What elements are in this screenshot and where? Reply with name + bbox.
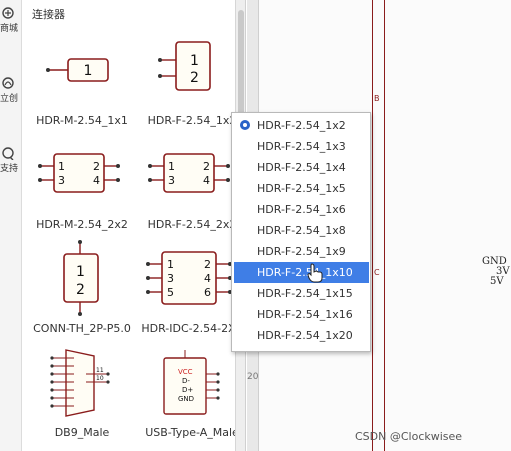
component-symbol: 11 10	[50, 349, 110, 417]
component-name: HDR-M-2.54_2x2	[36, 218, 128, 231]
component-db9-male[interactable]: 11 10 DB9_Male	[30, 344, 134, 450]
dropdown-option[interactable]: HDR-F-2.54_1x15	[234, 283, 369, 304]
pin-label: 10	[96, 375, 104, 382]
pin-label: D+	[182, 386, 193, 394]
dropdown-option[interactable]: HDR-F-2.54_1x2	[234, 115, 369, 136]
component-hdr-f-1x2[interactable]: 1 2 HDR-F-2.54_1x2	[140, 32, 235, 138]
dropdown-option[interactable]: HDR-F-2.54_1x6	[234, 199, 369, 220]
net-label: GND	[482, 256, 507, 267]
pin-label: 11	[96, 367, 104, 374]
option-label: HDR-F-2.54_1x4	[257, 161, 346, 174]
pin-label: 1	[76, 264, 85, 280]
dropdown-option[interactable]: HDR-F-2.54_1x8	[234, 220, 369, 241]
component-symbol: 1 2 3 4 5 6	[146, 251, 232, 305]
component-symbol: 1 2	[63, 240, 99, 316]
component-name: HDR-F-2.54_1x2	[147, 114, 236, 127]
dropdown-option[interactable]: HDR-F-2.54_1x3	[234, 136, 369, 157]
pin-label: 4	[204, 272, 211, 285]
dropdown-option[interactable]: HDR-F-2.54_1x5	[234, 178, 369, 199]
option-label: HDR-F-2.54_1x15	[257, 287, 353, 300]
pin-label: 2	[93, 160, 100, 173]
pin-label: 3	[167, 272, 174, 285]
pin-label: 2	[190, 70, 199, 86]
frame-zone-mark: B	[374, 94, 380, 103]
dropdown-option[interactable]: HDR-F-2.54_1x9	[234, 241, 369, 262]
component-library-panel: 连接器 1 HDR-M-2.54_1x1 1 2 HDR-F-2.54_1x2	[22, 0, 236, 451]
rail-item-label: 支持	[0, 164, 19, 174]
dropdown-option[interactable]: HDR-F-2.54_1x4	[234, 157, 369, 178]
component-name: USB-Type-A_Male	[145, 426, 236, 439]
pin-label: 1	[84, 63, 93, 79]
net-label: 5V	[490, 276, 504, 287]
pin-label: 5	[167, 286, 174, 299]
component-usb-type-a-male[interactable]: VCC D- D+ GND USB-Type-A_Male	[140, 344, 235, 450]
radio-checked-icon	[240, 120, 250, 130]
component-hdr-f-2x2[interactable]: 1 2 3 4 HDR-F-2.54_2x2	[140, 136, 235, 242]
component-hdr-idc-2x3[interactable]: 1 2 3 4 5 6 HDR-IDC-2.54-2X3	[140, 240, 235, 346]
option-label: HDR-F-2.54_1x2	[257, 119, 346, 132]
pin-label: 1	[168, 160, 175, 173]
component-name: HDR-F-2.54_2x2	[147, 218, 236, 231]
component-symbol: 1 2 3 4	[38, 153, 120, 193]
frame-zone-mark: C	[374, 268, 380, 277]
option-label: HDR-F-2.54_1x10	[257, 266, 353, 279]
sheet-frame-border	[372, 0, 373, 451]
component-name: HDR-M-2.54_1x1	[36, 114, 128, 127]
rail-item-create[interactable]: 立创	[0, 76, 22, 104]
hand-pointer-icon	[307, 263, 323, 283]
variant-dropdown[interactable]: HDR-F-2.54_1x2 HDR-F-2.54_1x3 HDR-F-2.54…	[231, 112, 371, 352]
dropdown-option[interactable]: HDR-F-2.54_1x16	[234, 304, 369, 325]
rail-item-label: 商城	[0, 24, 19, 34]
ruler-label: 200	[247, 372, 265, 382]
component-symbol: 1 2	[158, 41, 211, 91]
support-icon	[2, 147, 14, 160]
option-label: HDR-F-2.54_1x20	[257, 329, 353, 342]
pin-label: 2	[76, 282, 85, 298]
option-label: HDR-F-2.54_1x5	[257, 182, 346, 195]
pin-label: 1	[167, 258, 174, 271]
pin-label: 4	[203, 174, 210, 187]
option-label: HDR-F-2.54_1x3	[257, 140, 346, 153]
create-icon	[2, 77, 14, 89]
pin-label: D-	[182, 377, 190, 385]
pin-label: 3	[168, 174, 175, 187]
pin-label: 2	[204, 258, 211, 271]
option-label: HDR-F-2.54_1x6	[257, 203, 346, 216]
watermark-text: CSDN @Clockwisee	[355, 430, 463, 443]
pin-label: 1	[58, 160, 65, 173]
pin-label: VCC	[178, 368, 193, 376]
component-symbol: VCC D- D+ GND	[163, 350, 220, 415]
left-rail: 商城 立创 支持	[0, 0, 22, 451]
rail-item-support[interactable]: 支持	[0, 146, 22, 174]
dropdown-option[interactable]: HDR-F-2.54_1x20	[234, 325, 369, 346]
rail-item-label: 立创	[0, 94, 19, 104]
dropdown-option-highlighted[interactable]: HDR-F-2.54_1x10	[234, 262, 369, 283]
option-label: HDR-F-2.54_1x16	[257, 308, 353, 321]
component-name: HDR-IDC-2.54-2X3	[141, 322, 236, 335]
pin-label: GND	[178, 395, 194, 403]
sheet-frame-border	[384, 0, 385, 451]
component-hdr-m-1x1[interactable]: 1 HDR-M-2.54_1x1	[30, 32, 134, 138]
pin-label: 6	[204, 286, 211, 299]
component-symbol: 1	[46, 58, 109, 82]
component-name: CONN-TH_2P-P5.0	[33, 322, 131, 335]
pin-label: 3	[58, 174, 65, 187]
rail-item-store[interactable]: 商城	[0, 6, 22, 34]
pin-label: 4	[93, 174, 100, 187]
option-label: HDR-F-2.54_1x8	[257, 224, 346, 237]
store-icon	[2, 7, 14, 19]
component-conn-th-2p[interactable]: 1 2 CONN-TH_2P-P5.0	[30, 240, 134, 346]
pin-label: 1	[190, 53, 199, 69]
component-hdr-m-2x2[interactable]: 1 2 3 4 HDR-M-2.54_2x2	[30, 136, 134, 242]
component-symbol: 1 2 3 4	[148, 153, 230, 193]
library-category-title: 连接器	[32, 8, 65, 21]
net-label: 3V	[496, 266, 510, 277]
option-label: HDR-F-2.54_1x9	[257, 245, 346, 258]
component-name: DB9_Male	[54, 426, 110, 439]
pin-label: 2	[203, 160, 210, 173]
